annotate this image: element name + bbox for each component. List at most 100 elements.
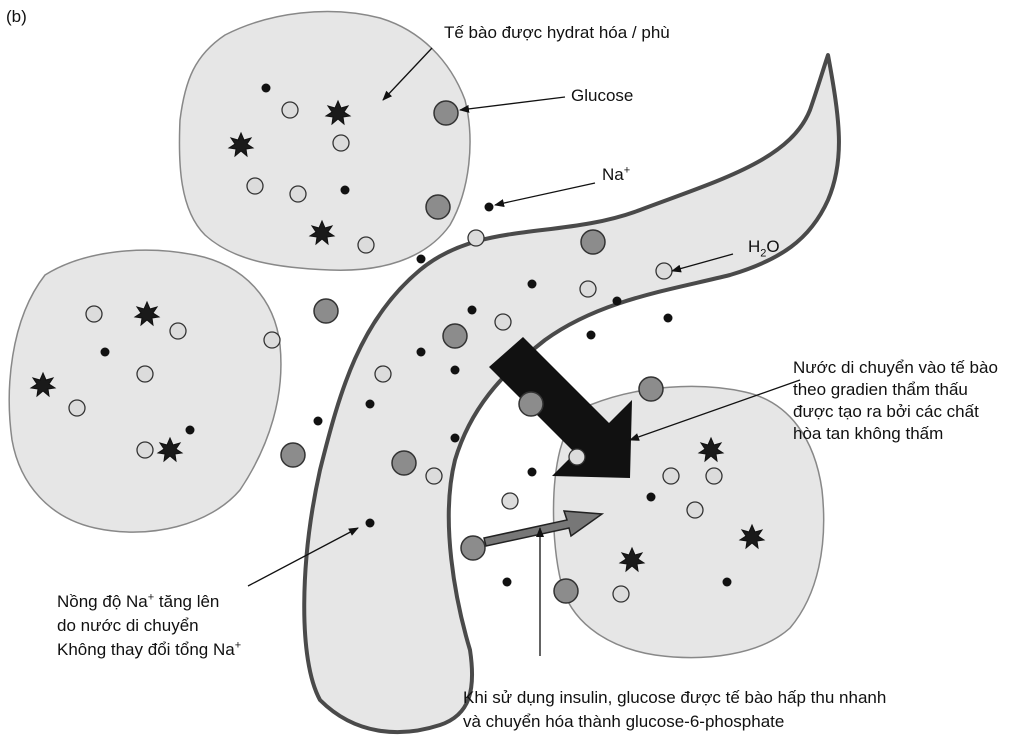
label-sodium-conc-line3: Không thay đổi tổng Na+ xyxy=(57,638,241,662)
label-water-h: H xyxy=(748,237,761,256)
label-sodium-conc-line1: Nồng độ Na+ tăng lên xyxy=(57,590,241,614)
water-molecule xyxy=(705,467,723,485)
water-molecule xyxy=(425,467,443,485)
label-insulin-line: Khi sử dụng insulin, glucose được tế bào… xyxy=(463,688,887,707)
label-water-sub: 2 xyxy=(760,247,767,260)
water-molecule xyxy=(612,585,630,603)
water-molecule xyxy=(136,441,154,459)
sodium-ion xyxy=(722,577,732,587)
g6p-starburst xyxy=(29,371,57,398)
glucose-molecule xyxy=(580,229,606,255)
sodium-ion xyxy=(100,347,110,357)
water-molecule xyxy=(357,236,375,254)
label-insulin: Khi sử dụng insulin, glucose được tế bào… xyxy=(463,686,886,734)
water-molecule xyxy=(332,134,350,152)
sodium-ion xyxy=(502,577,512,587)
sodium-ion xyxy=(612,296,622,306)
sodium-ion xyxy=(586,330,596,340)
label-water-movement-line: theo gradien thẩm thấu xyxy=(793,380,968,399)
water-molecule xyxy=(662,467,680,485)
g6p-starburst xyxy=(738,523,766,550)
sodium-ion xyxy=(527,467,537,477)
g6p-starbursts xyxy=(29,99,766,573)
water-molecule xyxy=(655,262,673,280)
pointer-water-movement xyxy=(629,379,801,441)
sodium-ion xyxy=(450,365,460,375)
sodium-ion xyxy=(527,279,537,289)
cell-top xyxy=(178,10,471,271)
label-sodium-conc-line2: do nước di chuyển xyxy=(57,616,199,635)
water-molecule xyxy=(136,365,154,383)
pointer-cell xyxy=(382,47,433,101)
cell-left xyxy=(8,249,282,533)
label-cell-hydrated: Tế bào được hydrat hóa / phù xyxy=(444,23,670,42)
label-glucose: Glucose xyxy=(571,86,634,105)
water-molecule xyxy=(568,448,586,466)
label-sodium-text: Na xyxy=(602,165,624,184)
water-molecule xyxy=(467,229,485,247)
sodium-ion xyxy=(484,202,494,212)
water-molecule xyxy=(579,280,597,298)
glucose-molecule xyxy=(280,442,306,468)
label-sodium-conc: Nồng độ Na+ tăng lên do nước di chuyển K… xyxy=(57,590,241,662)
label-sodium-conc-text: Không thay đổi tổng Na xyxy=(57,640,235,659)
water-movement-arrow xyxy=(489,337,632,478)
pointer-water xyxy=(671,253,734,273)
glucose-molecule xyxy=(433,100,459,126)
water-molecule xyxy=(374,365,392,383)
water-molecule xyxy=(68,399,86,417)
pointer-sodium-conc xyxy=(247,527,359,587)
glucose-molecule xyxy=(553,578,579,604)
water-molecule xyxy=(281,101,299,119)
label-sodium-conc-sup: + xyxy=(234,639,242,652)
sodium-ions xyxy=(100,83,732,587)
g6p-starburst xyxy=(324,99,352,126)
glucose-molecule xyxy=(460,535,486,561)
glucose-molecule xyxy=(425,194,451,220)
label-water-movement: Nước di chuyển vào tế bào theo gradien t… xyxy=(793,357,998,445)
glucose-molecule xyxy=(391,450,417,476)
label-water-o: O xyxy=(766,237,780,256)
sodium-ion xyxy=(365,518,375,528)
sodium-ion xyxy=(646,492,656,502)
label-sodium-conc-sup: + xyxy=(147,591,155,604)
g6p-starburst xyxy=(133,300,161,327)
pointer-glucose xyxy=(459,96,566,113)
water-molecule xyxy=(263,331,281,349)
label-sodium-conc-text: tăng lên xyxy=(154,592,220,611)
g6p-starburst xyxy=(227,131,255,158)
glucose-molecule xyxy=(638,376,664,402)
sodium-ion xyxy=(416,347,426,357)
g6p-starburst xyxy=(618,546,646,573)
sodium-ion xyxy=(340,185,350,195)
g6p-starburst xyxy=(156,436,184,463)
water-molecule xyxy=(169,322,187,340)
label-water-movement-line: Nước di chuyển vào tế bào xyxy=(793,358,998,377)
label-sodium-conc-text: Nồng độ Na xyxy=(57,592,148,611)
label-water: H2O xyxy=(748,236,780,260)
sodium-ion xyxy=(365,399,375,409)
panel-label: (b) xyxy=(6,7,27,26)
glucose-molecule xyxy=(518,391,544,417)
g6p-starburst xyxy=(308,219,336,246)
pointer-lines xyxy=(247,47,801,656)
sodium-ion xyxy=(467,305,477,315)
label-sodium: Na+ xyxy=(602,164,630,186)
water-molecule xyxy=(501,492,519,510)
sodium-ion xyxy=(185,425,195,435)
sodium-ion xyxy=(663,313,673,323)
water-molecule xyxy=(494,313,512,331)
water-molecule xyxy=(289,185,307,203)
sodium-ion xyxy=(261,83,271,93)
sodium-ion xyxy=(416,254,426,264)
water-molecule xyxy=(85,305,103,323)
sodium-ion xyxy=(313,416,323,426)
label-water-movement-line: được tạo ra bởi các chất xyxy=(793,402,979,421)
water-molecule xyxy=(246,177,264,195)
label-sodium-sup: + xyxy=(623,164,631,177)
label-water-movement-line: hòa tan không thấm xyxy=(793,424,944,443)
blood-vessel xyxy=(302,53,841,735)
glucose-molecule xyxy=(442,323,468,349)
pointer-sodium xyxy=(494,182,596,207)
